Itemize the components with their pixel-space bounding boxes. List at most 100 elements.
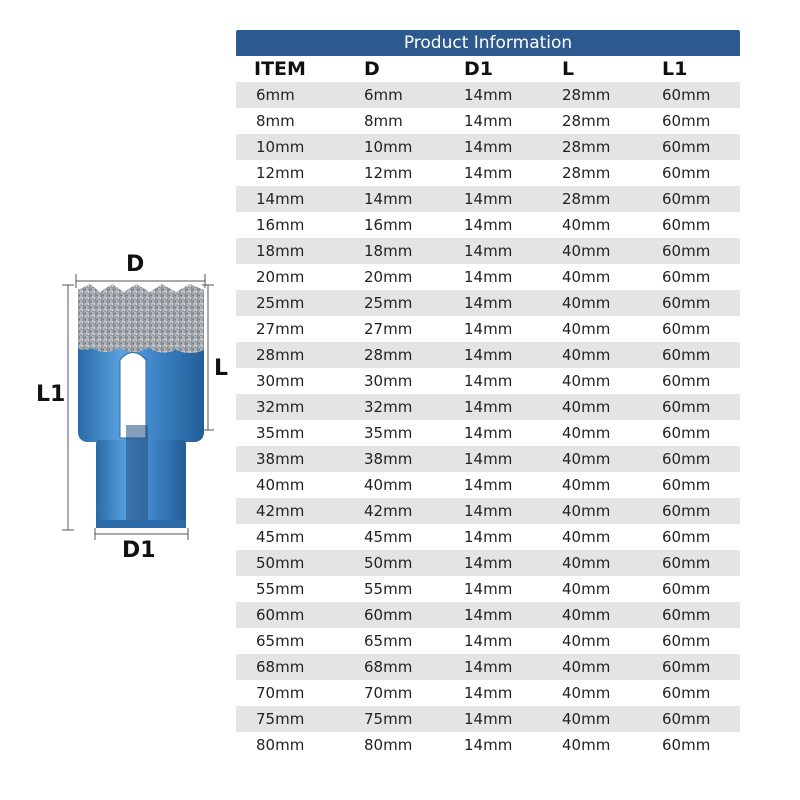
table-cell: 14mm [464, 372, 513, 390]
table-cell: 14mm [464, 86, 513, 104]
table-cell: 14mm [364, 190, 413, 208]
table-cell: 40mm [562, 658, 611, 676]
table-cell: 27mm [364, 320, 413, 338]
table-cell: 10mm [364, 138, 413, 156]
table-cell: 40mm [562, 398, 611, 416]
table-cell: 75mm [256, 710, 305, 728]
table-cell: 80mm [256, 736, 305, 754]
table-cell: 14mm [464, 346, 513, 364]
table-cell: 60mm [662, 164, 711, 182]
table-cell: 14mm [464, 710, 513, 728]
table-cell: 68mm [256, 658, 305, 676]
table-cell: 40mm [562, 372, 611, 390]
table-cell: 6mm [256, 86, 295, 104]
table-cell: 60mm [662, 736, 711, 754]
table-cell: 68mm [364, 658, 413, 676]
table-cell: 40mm [562, 346, 611, 364]
table-cell: 40mm [562, 268, 611, 286]
table-cell: 14mm [464, 138, 513, 156]
table-cell: 40mm [562, 554, 611, 572]
table-cell: 25mm [364, 294, 413, 312]
table-cell: 60mm [662, 372, 711, 390]
table-cell: 28mm [256, 346, 305, 364]
table-cell: 14mm [464, 684, 513, 702]
table-row: 28mm 28mm 14mm 40mm 60mm [236, 342, 740, 368]
table-cell: 14mm [464, 424, 513, 442]
table-cell: 28mm [562, 164, 611, 182]
table-cell: 60mm [662, 346, 711, 364]
table-cell: 40mm [562, 476, 611, 494]
label-d: D [126, 252, 145, 277]
table-cell: 14mm [464, 398, 513, 416]
table-cell: 40mm [562, 242, 611, 260]
table-cell: 60mm [662, 528, 711, 546]
table-row: 65mm 65mm 14mm 40mm 60mm [236, 628, 740, 654]
table-cell: 45mm [364, 528, 413, 546]
table-cell: 60mm [662, 268, 711, 286]
table-cell: 60mm [662, 684, 711, 702]
table-cell: 40mm [562, 606, 611, 624]
table-cell: 28mm [364, 346, 413, 364]
table-cell: 60mm [662, 632, 711, 650]
table-cell: 65mm [364, 632, 413, 650]
table-cell: 40mm [562, 684, 611, 702]
table-cell: 38mm [364, 450, 413, 468]
table-cell: 14mm [464, 164, 513, 182]
table-cell: 8mm [364, 112, 403, 130]
table-cell: 10mm [256, 138, 305, 156]
table-cell: 30mm [256, 372, 305, 390]
table-cell: 16mm [364, 216, 413, 234]
table-cell: 14mm [464, 632, 513, 650]
label-l: L [214, 356, 229, 381]
table-cell: 50mm [364, 554, 413, 572]
table-cell: 32mm [256, 398, 305, 416]
table-cell: 38mm [256, 450, 305, 468]
table-cell: 40mm [562, 632, 611, 650]
table-cell: 28mm [562, 86, 611, 104]
table-cell: 14mm [464, 216, 513, 234]
table-cell: 14mm [464, 112, 513, 130]
table-cell: 32mm [364, 398, 413, 416]
table-cell: 42mm [364, 502, 413, 520]
table-cell: 60mm [662, 606, 711, 624]
table-cell: 40mm [562, 528, 611, 546]
dimension-line-l1 [62, 284, 74, 531]
table-cell: 60mm [662, 398, 711, 416]
table-header-row: ITEM D D1 L L1 [236, 56, 740, 82]
table-cell: 50mm [256, 554, 305, 572]
table-cell: 60mm [662, 424, 711, 442]
table-cell: 14mm [464, 268, 513, 286]
label-l1: L1 [36, 382, 66, 407]
table-title: Product Information [236, 30, 740, 56]
header-l1: L1 [662, 58, 688, 80]
table-cell: 40mm [562, 450, 611, 468]
table-cell: 65mm [256, 632, 305, 650]
table-cell: 60mm [662, 242, 711, 260]
table-cell: 40mm [562, 710, 611, 728]
table-cell: 75mm [364, 710, 413, 728]
table-cell: 60mm [662, 476, 711, 494]
table-cell: 60mm [662, 112, 711, 130]
table-cell: 60mm [662, 294, 711, 312]
table-cell: 60mm [256, 606, 305, 624]
table-cell: 40mm [562, 216, 611, 234]
table-cell: 60mm [662, 320, 711, 338]
table-cell: 14mm [464, 450, 513, 468]
header-item: ITEM [254, 58, 306, 80]
table-cell: 70mm [364, 684, 413, 702]
table-cell: 14mm [464, 294, 513, 312]
